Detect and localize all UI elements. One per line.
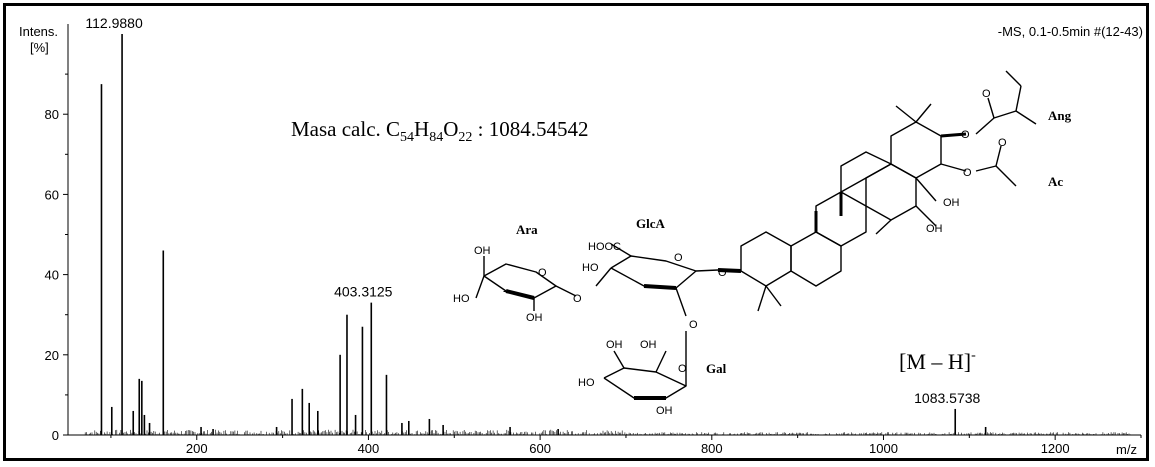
chemical-structure [475, 70, 1037, 400]
label-gal-o-ring: O [678, 363, 687, 375]
label-ang-o1: O [961, 129, 970, 141]
label-glca: GlcA [636, 216, 665, 231]
label-glca-o-link: O [718, 267, 727, 279]
x-tick-label: 800 [701, 441, 723, 456]
label-ang: Ang [1048, 108, 1072, 123]
label-core-oh2: OH [926, 223, 943, 235]
ion-annotation: [M – H]- [899, 348, 976, 374]
x-tick-label: 600 [529, 441, 551, 456]
x-tick-label: 400 [358, 441, 380, 456]
label-ang-o2: O [982, 88, 991, 100]
label-gal-oh3: OH [656, 405, 673, 417]
chart-frame: 200 400 600 800 1000 1200 0 20 40 60 80 112.9880 40… [3, 3, 1149, 461]
mass-spectrum-chart: 200 400 600 800 1000 1200 0 20 40 60 80 112.9880 40… [19, 15, 1143, 457]
ester-chains [975, 70, 1037, 187]
label-gal-ho: HO [578, 377, 595, 389]
y-tick-label: 80 [45, 107, 59, 122]
label-ara: Ara [516, 222, 538, 237]
label-core-oh1: OH [943, 197, 960, 209]
x-tick-label: 200 [186, 441, 208, 456]
baseline-noise [84, 429, 1132, 435]
y-tick-label: 0 [52, 428, 59, 443]
label-gal-oh2: OH [640, 339, 657, 351]
x-tick-label: 1000 [869, 441, 898, 456]
y-axis-label-line1: Intens. [19, 24, 58, 39]
peak-label: 403.3125 [334, 284, 393, 300]
spectrum-peaks [100, 34, 987, 435]
y-tick-label: 60 [45, 187, 59, 202]
x-axis-label: m/z [1116, 442, 1137, 457]
label-ac: Ac [1048, 174, 1063, 189]
glca-ring [595, 243, 719, 317]
header-text: -MS, 0.1-0.5min #(12-43) [998, 24, 1143, 39]
y-tick-label: 40 [45, 268, 59, 283]
label-ara-oh-top: OH [474, 245, 491, 257]
y-tick-label: 20 [45, 348, 59, 363]
label-gal: Gal [706, 361, 727, 376]
label-glca-hooc: HOOC [588, 241, 621, 253]
label-ac-o2: O [998, 137, 1007, 149]
axis-ticks: 200 400 600 800 1000 1200 0 20 40 60 80 [45, 73, 1142, 456]
structure-labels: Ara GlcA Gal Ang Ac OH HO OH O O HOOC HO… [453, 88, 1072, 417]
triterpene-core [717, 103, 967, 312]
peak-label: 112.9880 [85, 15, 143, 31]
label-ac-o1: O [963, 167, 972, 179]
label-glca-ho: HO [582, 262, 599, 274]
formula-annotation: Masa calc. C54H84O22 : 1084.54542 [291, 117, 588, 145]
label-ara-oh-bottom: OH [526, 312, 543, 324]
label-ara-o-link: O [573, 293, 582, 305]
peak-label: 1083.5738 [914, 390, 980, 406]
x-tick-label: 1200 [1041, 441, 1070, 456]
gal-ring [603, 331, 687, 400]
label-ara-ho: HO [453, 293, 470, 305]
label-glca-o-ring: O [674, 252, 683, 264]
label-ara-o-ring: O [538, 267, 547, 279]
noise-path [84, 429, 1132, 435]
label-gal-oh1: OH [606, 339, 623, 351]
y-axis-label-line2: [%] [30, 40, 49, 55]
label-glca-o-down: O [689, 319, 698, 331]
ara-ring [475, 256, 577, 311]
peak-labels: 112.9880 403.3125 1083.5738 [85, 15, 980, 406]
